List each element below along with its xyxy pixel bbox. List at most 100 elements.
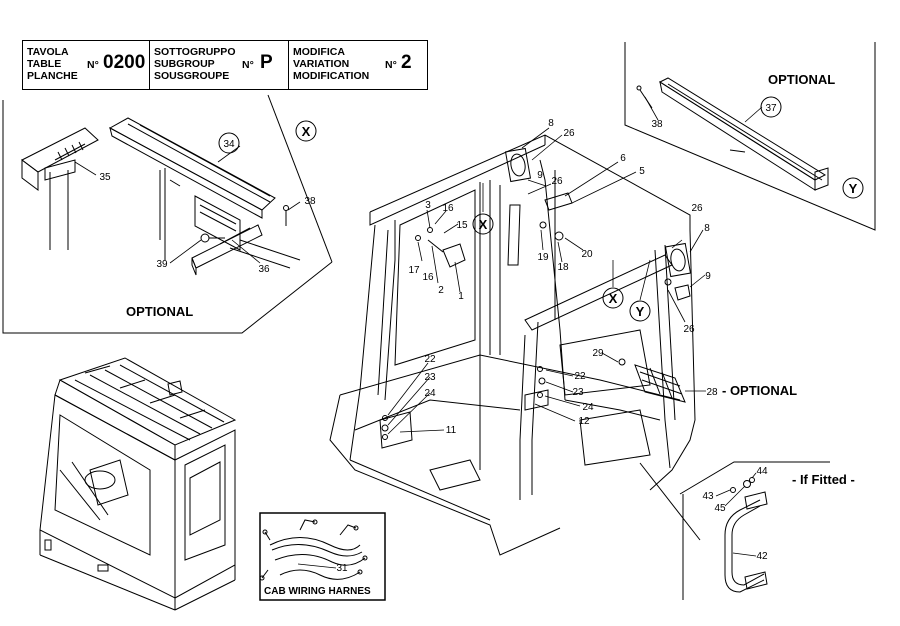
callout-9-b: 9 (705, 271, 711, 282)
table-no-label: N° (87, 59, 99, 71)
table-box: TAVOLA TABLE PLANCHE N° 0200 (22, 40, 150, 90)
callout-5: 5 (639, 166, 645, 177)
view-leaders (482, 183, 651, 301)
callout-20: 20 (581, 249, 593, 260)
wiring-harness-box (259, 512, 386, 601)
callout-19: 19 (537, 252, 549, 263)
view-x-label-side: X (609, 291, 618, 306)
callout-12: 12 (578, 416, 590, 427)
callout-23-a: 23 (424, 372, 436, 383)
callout-44: 44 (756, 466, 768, 477)
detail-x-frame (2, 94, 333, 334)
callout-37: 37 (765, 103, 777, 114)
roller-blind-37 (658, 77, 829, 191)
callout-1: 1 (458, 291, 464, 302)
callout-34-circle (218, 132, 240, 154)
wiring-harness-label: CAB WIRING HARNES (264, 586, 371, 597)
callout-26-c: 26 (691, 203, 703, 214)
callout-45: 45 (714, 503, 726, 514)
subgroup-label-fr: SOUSGROUPE (154, 70, 230, 82)
table-label-fr: PLANCHE (27, 70, 78, 82)
callout-26-d: 26 (683, 324, 695, 335)
screw-38-x (283, 205, 289, 226)
callout-38-x: 38 (304, 196, 316, 207)
leader-lines (74, 96, 763, 569)
callout-numbers: 34 37 35 38 39 36 38 8 26 6 5 9 26 3 16 … (99, 103, 777, 574)
knob-39 (200, 233, 225, 243)
callout-26-b: 26 (551, 176, 563, 187)
subgroup-label-en: SUBGROUP (154, 58, 215, 70)
callout-22-b: 22 (574, 371, 586, 382)
callout-31: 31 (336, 563, 348, 574)
table-label-en: TABLE (27, 58, 62, 70)
view-x-label-cab: X (479, 217, 488, 232)
handle-leaders (715, 472, 757, 557)
callout-2: 2 (438, 285, 444, 296)
callout-29: 29 (592, 348, 604, 359)
table-number: 0200 (103, 52, 146, 73)
optional-label-28: - OPTIONAL (722, 383, 797, 398)
callout-6: 6 (620, 153, 626, 164)
modification-no-label: N° (385, 59, 397, 71)
if-fitted-label: - If Fitted - (792, 472, 855, 487)
modification-labels: MODIFICA VARIATION MODIFICATION (293, 46, 369, 82)
view-x-circle-side (602, 287, 624, 309)
callout-24-b: 24 (582, 402, 594, 413)
callout-15: 15 (456, 220, 468, 231)
modification-box: MODIFICA VARIATION MODIFICATION N° 2 (288, 40, 428, 90)
roller-blind-bracket (21, 127, 99, 250)
view-y-circle-side (629, 300, 651, 322)
grab-handle-42 (724, 477, 768, 593)
callout-16-b: 16 (422, 272, 434, 283)
wiring-harness-illustration (259, 519, 368, 581)
modification-label-fr: MODIFICATION (293, 70, 370, 82)
callout-16-a: 16 (442, 203, 454, 214)
handle-frame (639, 461, 830, 600)
callout-18: 18 (557, 262, 569, 273)
callout-8-b: 8 (704, 223, 710, 234)
callout-39: 39 (156, 259, 168, 270)
callout-8-a: 8 (548, 118, 554, 129)
modification-number: 2 (401, 52, 412, 73)
table-labels: TAVOLA TABLE PLANCHE (27, 46, 78, 82)
modification-label-en: VARIATION (293, 58, 350, 70)
callout-24-a: 24 (424, 388, 436, 399)
callout-3: 3 (425, 200, 431, 211)
callout-23-b: 23 (572, 387, 584, 398)
subgroup-label-it: SOTTOGRUPPO (154, 46, 236, 58)
visor-lower-rail (191, 224, 301, 276)
callout-17: 17 (408, 265, 420, 276)
view-y-label-top: Y (849, 181, 858, 196)
sun-visor-assembly (108, 117, 276, 260)
detail-y-frame (624, 42, 876, 231)
callout-26-a: 26 (563, 128, 575, 139)
callout-22-a: 22 (424, 354, 436, 365)
callout-9-a: 9 (537, 170, 543, 181)
table-label-it: TAVOLA (27, 46, 69, 58)
subgroup-box: SOTTOGRUPPO SUBGROUP SOUSGROUPE N° P (149, 40, 289, 90)
callout-36: 36 (258, 264, 270, 275)
view-markers: X X X Y Y (295, 120, 864, 322)
view-y-circle-top (842, 177, 864, 199)
view-x-label-top: X (302, 124, 311, 139)
view-x-circle-top (295, 120, 317, 142)
view-x-circle-cab (472, 213, 494, 235)
callout-37-circle (760, 96, 782, 118)
callout-28: 28 (706, 387, 718, 398)
cab-frame (329, 134, 696, 556)
subgroup-labels: SOTTOGRUPPO SUBGROUP SOUSGROUPE (154, 46, 235, 82)
subgroup-no-label: N° (242, 59, 254, 71)
subgroup-code: P (260, 52, 273, 73)
callout-43: 43 (702, 491, 714, 502)
optional-label-x: OPTIONAL (126, 304, 193, 319)
cab-overview-illustration (39, 357, 237, 611)
callout-42: 42 (756, 551, 768, 562)
callout-11: 11 (446, 425, 457, 436)
optional-label-y: OPTIONAL (768, 72, 835, 87)
callout-35: 35 (99, 172, 111, 183)
view-y-label-side: Y (636, 304, 645, 319)
callout-38-y: 38 (651, 119, 663, 130)
callout-34: 34 (223, 139, 235, 150)
modification-label-it: MODIFICA (293, 46, 345, 58)
